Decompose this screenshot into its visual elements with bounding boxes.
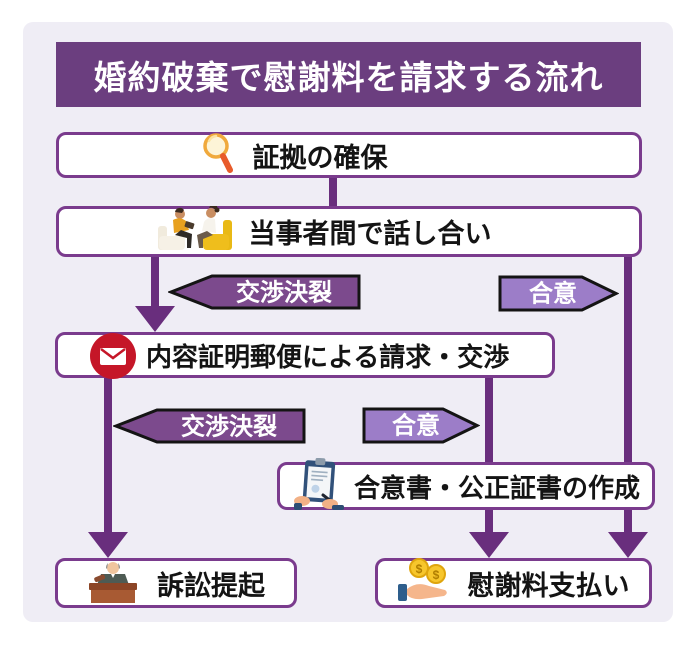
node-lawsuit-label: 訴訟提起 — [157, 570, 265, 601]
svg-text:交渉決裂: 交渉決裂 — [181, 413, 277, 441]
coins-in-hand-icon: $ $ — [397, 557, 452, 609]
branch-label-negotiation-breakdown-1: 交渉決裂 — [166, 273, 362, 316]
node-lawsuit: 訴訟提起 — [55, 558, 297, 608]
node-evidence-label: 証拠の確保 — [252, 142, 388, 173]
arrowhead-into-payment-left — [469, 532, 509, 558]
node-payment-label: 慰謝料支払い — [467, 570, 630, 601]
node-certified-mail: 内容証明郵便による請求・交渉 — [55, 332, 555, 379]
magnifier-icon — [201, 132, 235, 179]
node-discussion-label: 当事者間で話し合い — [248, 219, 492, 249]
node-agreement-doc-label: 合意書・公正証書の作成 — [354, 472, 641, 503]
connector-mail-to-agreement-doc-to-payment — [485, 376, 493, 534]
branch-label-negotiation-breakdown-2: 交渉決裂 — [111, 407, 307, 450]
svg-text:交渉決裂: 交渉決裂 — [236, 279, 332, 307]
node-payment: $ $ 慰謝料支払い — [375, 557, 652, 609]
title-banner: 婚約破棄で慰謝料を請求する流れ — [56, 42, 641, 107]
two-people-talking-icon — [157, 204, 233, 257]
node-agreement-doc: 合意書・公正証書の作成 — [277, 457, 655, 510]
document-signing-icon — [294, 457, 344, 515]
connector-evidence-to-discussion — [329, 177, 337, 207]
page-title: 婚約破棄で慰謝料を請求する流れ — [93, 58, 604, 96]
flowchart-canvas — [23, 22, 673, 622]
arrowhead-into-payment-right — [608, 532, 648, 558]
svg-text:合意: 合意 — [529, 280, 577, 308]
judge-gavel-icon — [87, 559, 139, 608]
connector-mail-to-lawsuit — [104, 376, 112, 534]
node-discussion: 当事者間で話し合い — [56, 204, 642, 257]
node-certified-mail-label: 内容証明郵便による請求・交渉 — [146, 341, 510, 372]
arrowhead-into-mail — [135, 306, 175, 332]
connector-discussion-to-mail — [151, 255, 159, 308]
arrowhead-into-lawsuit — [88, 532, 128, 558]
node-evidence: 証拠の確保 — [56, 132, 642, 178]
svg-text:$: $ — [415, 562, 422, 576]
envelope-icon — [89, 332, 137, 385]
connector-discussion-to-payment — [624, 255, 632, 536]
branch-label-agreement-1: 合意 — [498, 275, 620, 317]
branch-label-agreement-2: 合意 — [362, 407, 481, 449]
svg-text:$: $ — [432, 568, 439, 582]
svg-text:合意: 合意 — [392, 412, 440, 440]
